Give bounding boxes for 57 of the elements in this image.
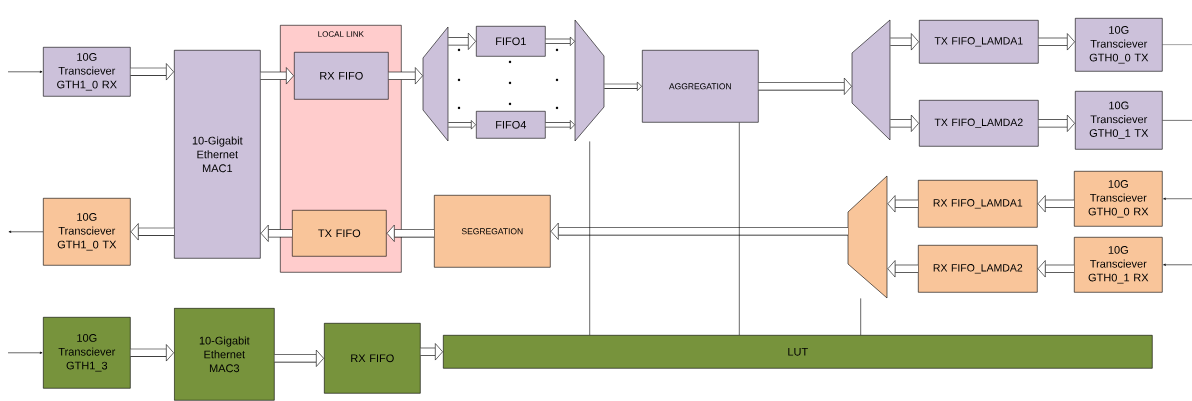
block-arrow xyxy=(420,343,443,361)
fifo-box: RX FIFO_LAMDA1 xyxy=(918,180,1038,228)
transceiver-box: 10G Transciever GTH0_1 TX xyxy=(1075,91,1163,150)
block-arrow xyxy=(550,222,848,240)
block-arrow xyxy=(758,77,852,95)
fifo-box: FIFO4 xyxy=(476,111,546,139)
block-arrow xyxy=(388,67,423,85)
fifo-box: RX FIFO xyxy=(294,52,389,100)
lut-bar: LUT xyxy=(443,335,1153,369)
block-arrow xyxy=(274,349,324,367)
block-arrow xyxy=(130,344,174,362)
fifo-box: RX FIFO_LAMDA2 xyxy=(918,245,1038,293)
segregation-box: SEGREGATION xyxy=(434,195,551,268)
transceiver-box: 10G Transciever GTH1_0 TX xyxy=(43,198,131,266)
aggregation-box: AGGREGATION xyxy=(642,50,759,123)
mux-trapezoid xyxy=(847,175,888,299)
block-arrow xyxy=(386,224,434,242)
arrow xyxy=(7,70,43,73)
block-arrow xyxy=(448,120,476,130)
block-arrow xyxy=(260,67,294,85)
fifo-box: TX FIFO xyxy=(292,210,387,257)
demux-trapezoid xyxy=(422,26,449,142)
block-arrow xyxy=(130,223,174,241)
block-arrow xyxy=(1038,33,1075,51)
block-arrow xyxy=(545,120,575,130)
fifo-box: RX FIFO xyxy=(324,323,421,394)
transceiver-box: 10G Transciever GTH0_0 TX xyxy=(1075,18,1163,72)
block-arrow xyxy=(1038,114,1075,132)
demux-trapezoid xyxy=(851,19,891,141)
mac-box: 10-Gigabit Ethernet MAC1 xyxy=(174,50,261,259)
fifo-box: TX FIFO_LAMDA2 xyxy=(919,100,1039,147)
transceiver-box: 10G Transciever GTH1_0 RX xyxy=(43,47,131,97)
block-arrow xyxy=(448,32,476,50)
mac-box: 10-Gigabit Ethernet MAC3 xyxy=(174,308,275,401)
block-arrow xyxy=(1037,195,1074,213)
block-arrow xyxy=(130,63,174,81)
transceiver-box: 10G Transciever GTH0_0 RX xyxy=(1074,171,1163,227)
connector-line xyxy=(1162,120,1192,121)
block-arrow xyxy=(887,260,918,278)
block-arrow xyxy=(545,36,575,46)
transceiver-box: 10G Transciever GTH0_1 RX xyxy=(1074,237,1163,293)
connector-line xyxy=(860,298,861,336)
arrow xyxy=(7,351,43,354)
arrow xyxy=(8,230,44,233)
fifo-box: TX FIFO_LAMDA1 xyxy=(919,20,1039,64)
transceiver-box: 10G Transciever GTH1_3 xyxy=(43,317,131,389)
fifo-box: FIFO1 xyxy=(476,26,546,57)
block-arrow xyxy=(1037,260,1074,278)
block-arrow xyxy=(890,33,919,51)
block-arrow xyxy=(604,81,642,91)
connector-line xyxy=(739,122,740,336)
block-arrow xyxy=(887,195,918,213)
block-arrow xyxy=(890,114,919,132)
mux-trapezoid xyxy=(574,19,605,142)
arrow xyxy=(1163,263,1192,266)
arrow xyxy=(1163,197,1192,200)
connector-line xyxy=(589,141,590,336)
